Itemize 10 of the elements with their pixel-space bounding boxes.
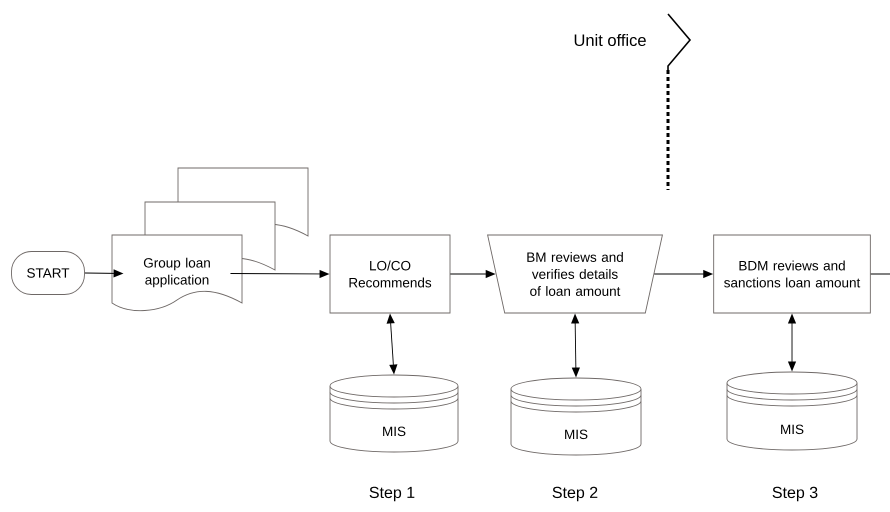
process-box: LO/CO Recommends — [330, 234, 450, 314]
document-stack: Group loan application — [112, 168, 308, 312]
start-terminal: START — [11, 251, 85, 295]
database-cylinder: MIS — [726, 372, 858, 450]
boundary-label: Unit office — [574, 34, 646, 46]
database-cylinder: MIS — [330, 374, 458, 452]
node-label: Group loan application — [144, 258, 210, 288]
process-box: BDM reviews and sanctions loan amount — [713, 234, 871, 314]
manual-operation-trapezoid: BM reviews and verifies details of loan amount — [487, 234, 663, 314]
database-cylinder: MIS — [510, 378, 642, 456]
